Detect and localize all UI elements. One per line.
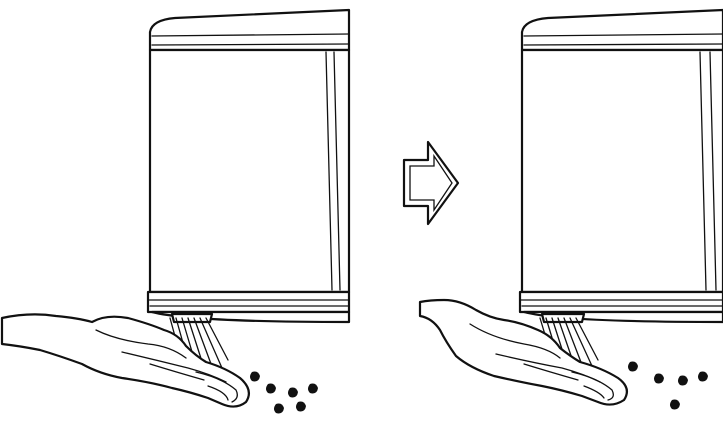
right-water-drops bbox=[628, 361, 708, 410]
left-airflow-lines bbox=[169, 317, 229, 375]
left-hand bbox=[0, 313, 251, 408]
arrow-right-icon bbox=[402, 140, 460, 226]
left-water-drops bbox=[250, 371, 318, 414]
right-hand bbox=[418, 298, 629, 406]
right-dryer bbox=[518, 8, 723, 324]
left-dryer bbox=[146, 8, 351, 324]
